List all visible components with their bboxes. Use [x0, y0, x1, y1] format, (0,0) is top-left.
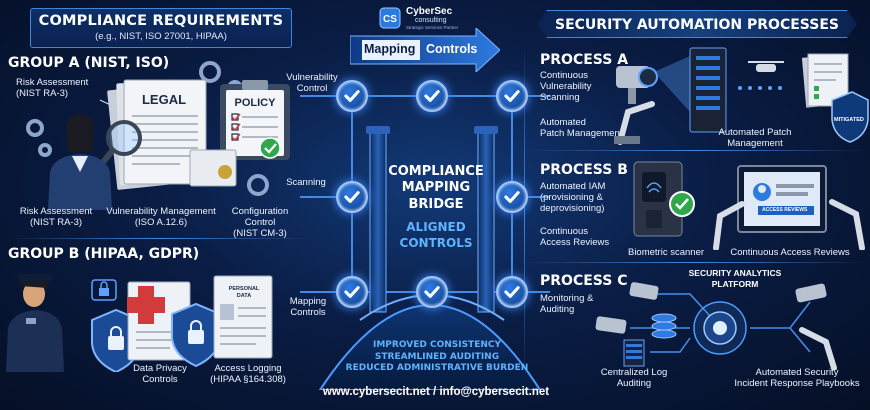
check-icon-r3c2	[416, 276, 448, 308]
access-reviews-screen-label: ACCESS REVIEWS	[762, 207, 808, 213]
process-b-illustration	[633, 161, 865, 250]
process-c-illustration	[595, 282, 837, 370]
process-a-item-1: Continuous Vulnerability Scanning	[540, 70, 592, 103]
legal-document-icon: LEGAL	[107, 79, 207, 190]
data-privacy-label: Data Privacy Controls	[133, 363, 187, 385]
server-rack-icon	[689, 47, 727, 133]
scanning-label: Scanning	[286, 177, 326, 188]
robot-arm-icon	[799, 327, 837, 370]
mapping-controls-label: Mapping Controls	[289, 296, 327, 318]
logo-icon: CS	[379, 7, 401, 29]
compliance-subtitle: (e.g., NIST, ISO 27001, HIPAA)	[95, 31, 227, 42]
compliance-header: COMPLIANCE REQUIREMENTS (e.g., NIST, ISO…	[30, 8, 292, 48]
scanner-camera-icon	[616, 66, 658, 104]
bridge-title: COMPLIANCE MAPPING BRIDGE	[388, 164, 484, 212]
log-server-icon	[623, 339, 645, 367]
process-c-item-1: Monitoring & Auditing	[540, 293, 594, 315]
logo-sub: consulting	[415, 17, 447, 24]
bridge-structure	[300, 95, 550, 390]
left-divider	[10, 238, 310, 239]
drone-icon	[748, 61, 784, 72]
robot-arm-icon	[713, 199, 865, 250]
check-icon-r1c1	[336, 80, 368, 112]
personal-data-document-icon: PERSONAL DATA	[213, 275, 273, 359]
logo-name: CyberSec	[406, 6, 453, 17]
analytics-platform-icon	[693, 301, 747, 355]
group-b-illustration: PERSONAL DATA	[6, 273, 273, 372]
risk-assessment-label: Risk Assessment (NIST RA-3)	[19, 206, 93, 228]
logo-tagline: Strategic Services Partner	[406, 25, 459, 30]
banner-word-mapping: Mapping	[364, 42, 416, 56]
log-auditing-caption: Centralized Log Auditing	[600, 367, 668, 389]
process-a-illustration	[614, 47, 869, 145]
certificate-icon	[189, 149, 237, 187]
check-icon-r1c3	[496, 80, 528, 112]
access-reviews-caption: Continuous Access Reviews	[730, 247, 850, 258]
process-a-caption: Automated Patch Management	[718, 127, 792, 149]
svg-text:POLICY: POLICY	[235, 97, 277, 109]
mitigated-shield-icon	[831, 91, 869, 143]
footer-contact: www.cybersecit.net / info@cybersecit.net	[322, 386, 550, 398]
analyst-person-icon	[48, 113, 112, 210]
process-c-title: PROCESS C	[540, 273, 628, 289]
check-icon-r3c3	[496, 276, 528, 308]
check-icon-r2c1	[336, 181, 368, 213]
analytics-platform-title: SECURITY ANALYTICS PLATFORM	[688, 268, 782, 289]
process-b-item-2: Continuous Access Reviews	[540, 226, 610, 248]
right-divider-1	[525, 150, 865, 151]
risk-callout: Risk Assessment (NIST RA-3)	[16, 77, 89, 99]
group-b-title: GROUP B (HIPAA, GDPR)	[8, 246, 200, 262]
policy-clipboard-icon: POLICY	[220, 80, 290, 160]
database-icon	[651, 313, 677, 339]
group-a-illustration: LEGAL POLICY	[26, 61, 290, 210]
configuration-control-label: Configuration Control (NIST CM-3)	[231, 206, 289, 239]
company-logo: CS CyberSec consulting Strategic Service…	[378, 5, 498, 33]
svg-text:PERSONAL: PERSONAL	[229, 286, 260, 292]
svg-text:DATA: DATA	[237, 293, 251, 299]
automation-header: SECURITY AUTOMATION PROCESSES	[537, 10, 857, 38]
officer-person-icon	[6, 273, 64, 372]
svg-text:LEGAL: LEGAL	[142, 92, 186, 107]
check-icon-r2c3	[496, 181, 528, 213]
mapping-banner-arrow	[350, 28, 500, 72]
process-a-title: PROCESS A	[540, 52, 629, 68]
process-b-item-1: Automated IAM (provisioning & deprovisio…	[540, 181, 606, 214]
mitigated-badge: MITIGATED	[834, 117, 864, 123]
outcomes-list: IMPROVED CONSISTENCY STREAMLINED AUDITIN…	[345, 340, 529, 374]
security-camera-icon	[595, 282, 827, 334]
biometric-scanner-icon	[633, 161, 695, 237]
group-a-title: GROUP A (NIST, ISO)	[8, 55, 170, 71]
incident-response-caption: Automated Security Incident Response Pla…	[734, 367, 860, 389]
svg-text:CS: CS	[383, 14, 397, 25]
vulnerability-control-label: Vulnerability Control	[286, 72, 338, 94]
magnifier-icon	[97, 120, 142, 169]
right-panel-divider	[524, 40, 525, 380]
compliance-title: COMPLIANCE REQUIREMENTS	[38, 13, 284, 29]
aligned-controls: ALIGNED CONTROLS	[399, 220, 473, 250]
banner-word-controls: Controls	[426, 42, 478, 56]
right-divider-2	[525, 262, 865, 263]
process-b-title: PROCESS B	[540, 162, 628, 178]
shield-icon	[171, 302, 221, 368]
access-logging-label: Access Logging (HIPAA §164.308)	[210, 363, 286, 385]
vulnerability-management-label: Vulnerability Management (ISO A.12.6)	[106, 206, 216, 228]
robot-arm-icon	[617, 101, 655, 145]
check-icon-r3c1	[336, 276, 368, 308]
check-icon-r1c2	[416, 80, 448, 112]
access-review-screen-icon	[737, 165, 827, 233]
process-a-item-2: Automated Patch Management	[540, 117, 623, 139]
biometric-caption: Biometric scanner	[627, 247, 705, 258]
lock-icon-small	[91, 279, 117, 301]
